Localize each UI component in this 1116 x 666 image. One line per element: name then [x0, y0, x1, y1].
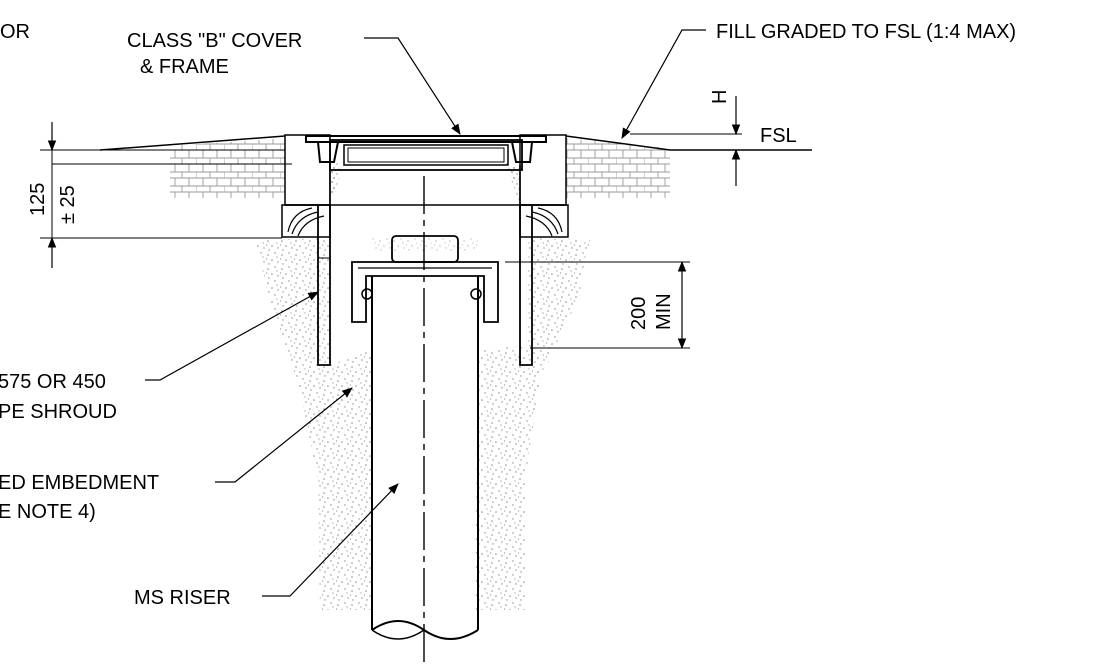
cover-frame	[305, 135, 547, 171]
fsl-label: FSL	[760, 125, 797, 147]
ground-fill-zone	[99, 135, 812, 198]
shroud-label-line1: 575 OR 450	[0, 371, 106, 393]
dim-125	[40, 122, 292, 268]
dim-200	[505, 260, 690, 350]
cover-label-line2: & FRAME	[140, 56, 229, 78]
collar-base-block	[281, 204, 569, 238]
leader-lines	[145, 29, 706, 597]
h-dim-label: H	[709, 90, 731, 104]
riser-label: MS RISER	[134, 587, 231, 609]
dim-125-label: 125	[27, 183, 49, 216]
cover-label-line1: CLASS "B" COVER	[127, 30, 302, 52]
pe-shroud	[317, 205, 533, 366]
fill-graded-label: FILL GRADED TO FSL (1:4 MAX)	[716, 21, 1016, 43]
dim-tolerance-label: ± 25	[57, 185, 79, 224]
dim-200-label: 200	[628, 297, 650, 330]
partial-label-or: OR	[0, 21, 30, 43]
embedment-label-line2: E NOTE 4)	[0, 501, 96, 523]
ms-riser-pipe	[371, 176, 479, 666]
riser-cap	[351, 235, 499, 323]
embedment-label-line1: ED EMBEDMENT	[0, 472, 159, 494]
embedment-soil	[255, 238, 590, 610]
dim-min-label: MIN	[653, 293, 675, 330]
dim-h	[630, 96, 742, 186]
shroud-label-line2: PE SHROUD	[0, 401, 117, 423]
